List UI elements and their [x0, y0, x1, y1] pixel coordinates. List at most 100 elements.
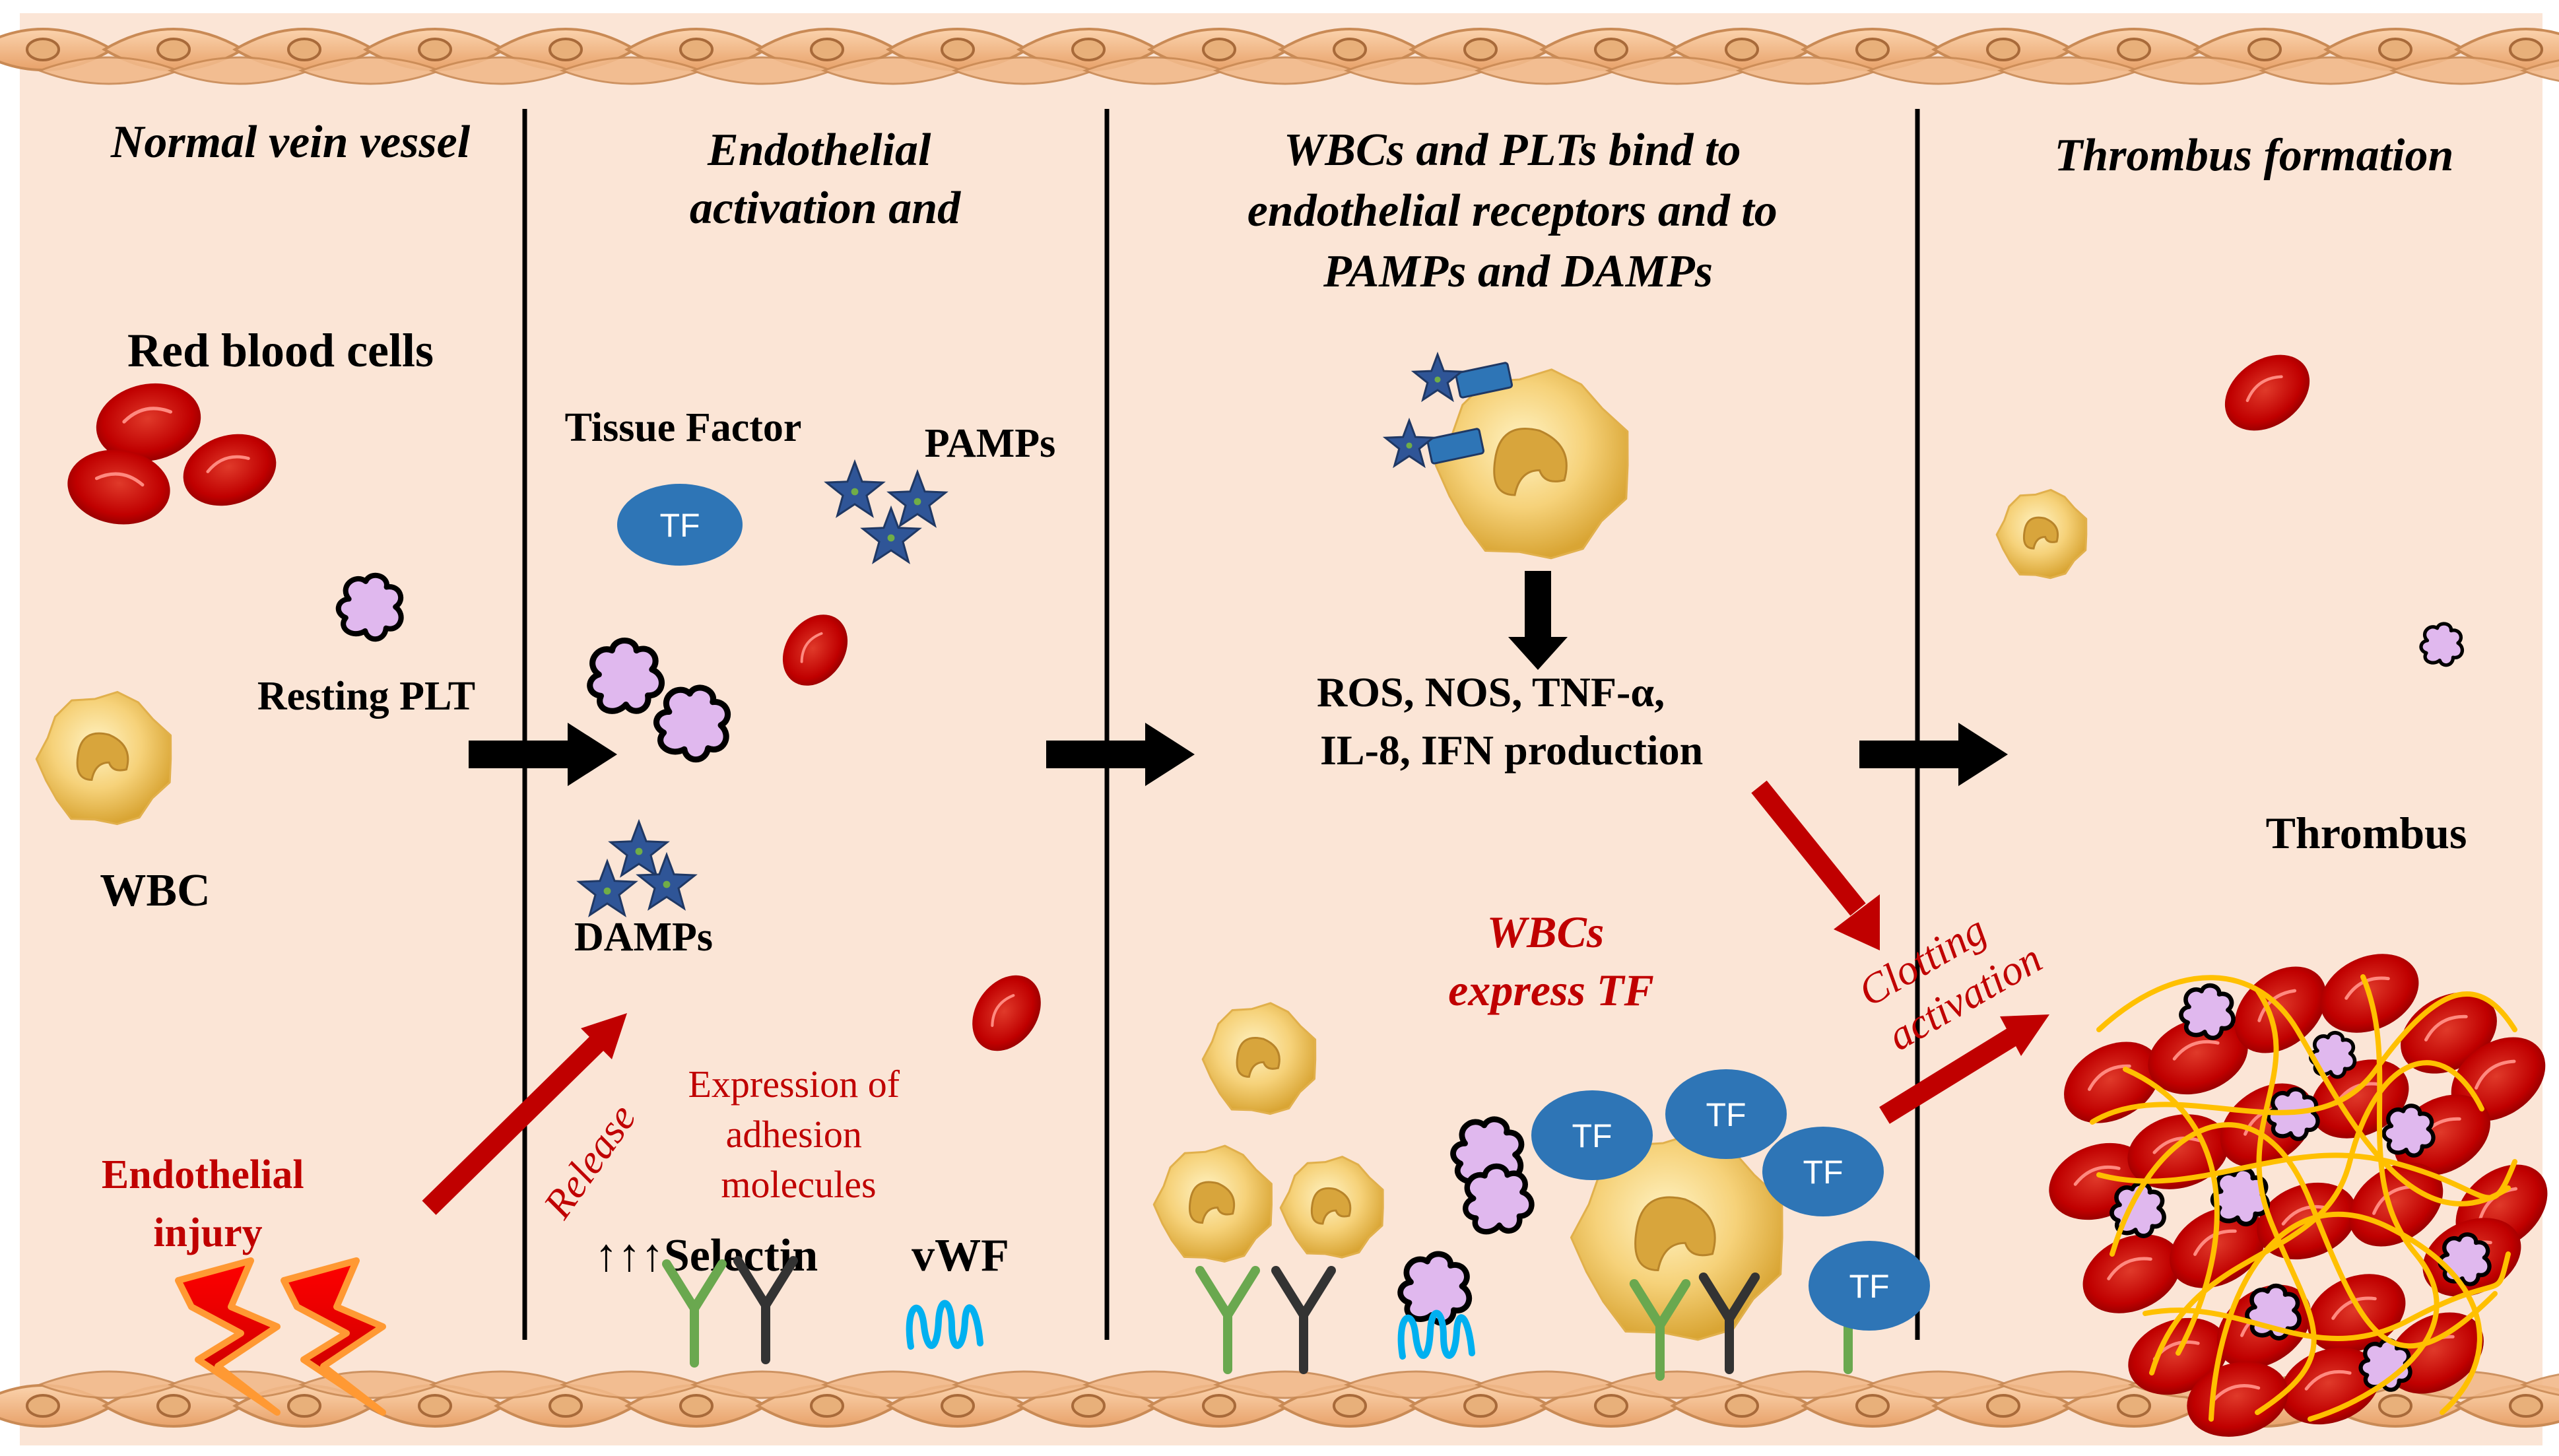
panel-2-title: Endothelial activation and: [690, 125, 961, 234]
white-blood-cell: [1570, 1131, 1783, 1341]
star-icon: [636, 851, 698, 911]
fibrin-strand: [2096, 1152, 2517, 1201]
nucleus: [1725, 38, 1759, 61]
nucleus: [1634, 1196, 1716, 1272]
nucleus: [26, 38, 60, 61]
nucleus: [1236, 1037, 1280, 1078]
white-blood-cell: [1152, 1144, 1273, 1263]
receptor-icon: [1195, 1266, 1260, 1374]
red-blood-cell: [96, 383, 201, 462]
platelet: [587, 638, 665, 714]
star-icon: [1411, 351, 1465, 403]
fibrin-strand: [2096, 975, 2511, 1207]
star-icon: [576, 858, 638, 917]
endothelial-injury-label: Endothelial injury: [102, 1152, 314, 1255]
nucleus: [548, 38, 583, 61]
platelet: [2438, 1232, 2492, 1286]
nucleus: [548, 1394, 583, 1418]
nucleus: [1071, 38, 1106, 61]
nucleus: [76, 732, 129, 781]
red-blood-cell: [183, 434, 277, 506]
star-icon: [860, 505, 922, 564]
nucleus: [1333, 38, 1367, 61]
red-blood-cell: [67, 449, 170, 525]
nucleus: [156, 38, 191, 61]
express-line: WBCs: [1487, 907, 1605, 957]
tf-text: TF: [1706, 1096, 1746, 1133]
express-line: express TF: [1448, 965, 1654, 1015]
nucleus: [1071, 1394, 1106, 1418]
nucleus: [1594, 38, 1628, 61]
receptor-icon: [733, 1256, 798, 1364]
nucleus: [2509, 1394, 2543, 1418]
nucleus: [679, 1394, 714, 1418]
nucleus: [156, 1394, 191, 1418]
nucleus: [2022, 516, 2059, 550]
lightning-bolt-icon: [281, 1257, 386, 1416]
endothelial-cell: [2519, 1373, 2559, 1396]
receptor-icon: [1698, 1273, 1760, 1374]
fibrin-strand: [2143, 1251, 2511, 1341]
pamp-binding-icon: [1411, 351, 1513, 403]
tissue-factor-ellipse: TF: [617, 484, 743, 566]
nucleus: [1725, 1394, 1759, 1418]
panel-2-title-line: activation and: [690, 183, 961, 234]
star-icon: [824, 459, 886, 518]
nucleus: [2378, 38, 2412, 61]
red-diagonal-arrow: [1751, 780, 1880, 950]
nucleus: [26, 1394, 60, 1418]
wbcs-express-tf-label: WBCs express TF: [1448, 907, 1654, 1015]
panel-1-title: Normal vein vessel: [110, 117, 471, 168]
white-blood-cell: [1201, 1002, 1317, 1115]
panel-4-title: Thrombus formation: [2055, 130, 2454, 181]
arrow-2: [1046, 723, 1195, 786]
nucleus: [418, 38, 452, 61]
receptor-icon: [662, 1259, 727, 1368]
white-blood-cell: [1995, 488, 2088, 579]
nucleus: [1855, 1394, 1890, 1418]
white-blood-cell: [35, 690, 172, 826]
nucleus: [1463, 1394, 1498, 1418]
nucleus: [1463, 38, 1498, 61]
thrombus-label: Thrombus: [2266, 808, 2467, 858]
nucleus: [810, 38, 844, 61]
platelet: [1397, 1251, 1473, 1326]
platelet: [335, 572, 404, 642]
down-arrow: [1508, 571, 1568, 670]
expression-line: molecules: [721, 1163, 876, 1206]
platelet: [2381, 1104, 2436, 1158]
tissue-factor-ellipse: TF: [1809, 1241, 1930, 1331]
tissue-factor-ellipse: TF: [1665, 1069, 1787, 1159]
vwf-icon: [906, 1300, 983, 1350]
nucleus: [2117, 38, 2151, 61]
fibrin-strand: [2209, 1211, 2482, 1422]
panel-3-title-line: endothelial receptors and to: [1247, 185, 1778, 236]
nucleus: [2509, 38, 2543, 61]
tf-text: TF: [659, 507, 700, 544]
production-line: IL-8, IFN production: [1320, 727, 1703, 774]
wbc-label: WBC: [100, 865, 210, 916]
red-blood-cell: [2224, 354, 2310, 431]
clotting-arrow: [1879, 1014, 2049, 1124]
fibrin-strand: [2255, 987, 2317, 1415]
tissue-factor-label: Tissue Factor: [565, 405, 802, 450]
receptor-icon: [1271, 1266, 1336, 1374]
damps-label: DAMPs: [574, 915, 713, 960]
nucleus: [1986, 1394, 2020, 1418]
lightning-bolt-icon: [175, 1257, 281, 1416]
lightning-bolt-icon: [175, 1257, 386, 1416]
arrow-3: [1859, 723, 2008, 786]
star-icon: [886, 469, 948, 528]
nucleus: [1493, 428, 1568, 496]
vwf-label: vWF: [912, 1230, 1009, 1281]
injury-line: injury: [153, 1210, 262, 1255]
expression-line: Expression of: [688, 1063, 900, 1106]
star-icon: [1382, 417, 1436, 469]
platelet: [1463, 1163, 1535, 1235]
nucleus: [1202, 38, 1236, 61]
resting-plt-label: Resting PLT: [257, 674, 475, 719]
production-line: ROS, NOS, TNF-α,: [1317, 669, 1665, 715]
red-blood-cell: [2082, 1234, 2181, 1313]
pamp-binding-icon: [1382, 417, 1485, 469]
